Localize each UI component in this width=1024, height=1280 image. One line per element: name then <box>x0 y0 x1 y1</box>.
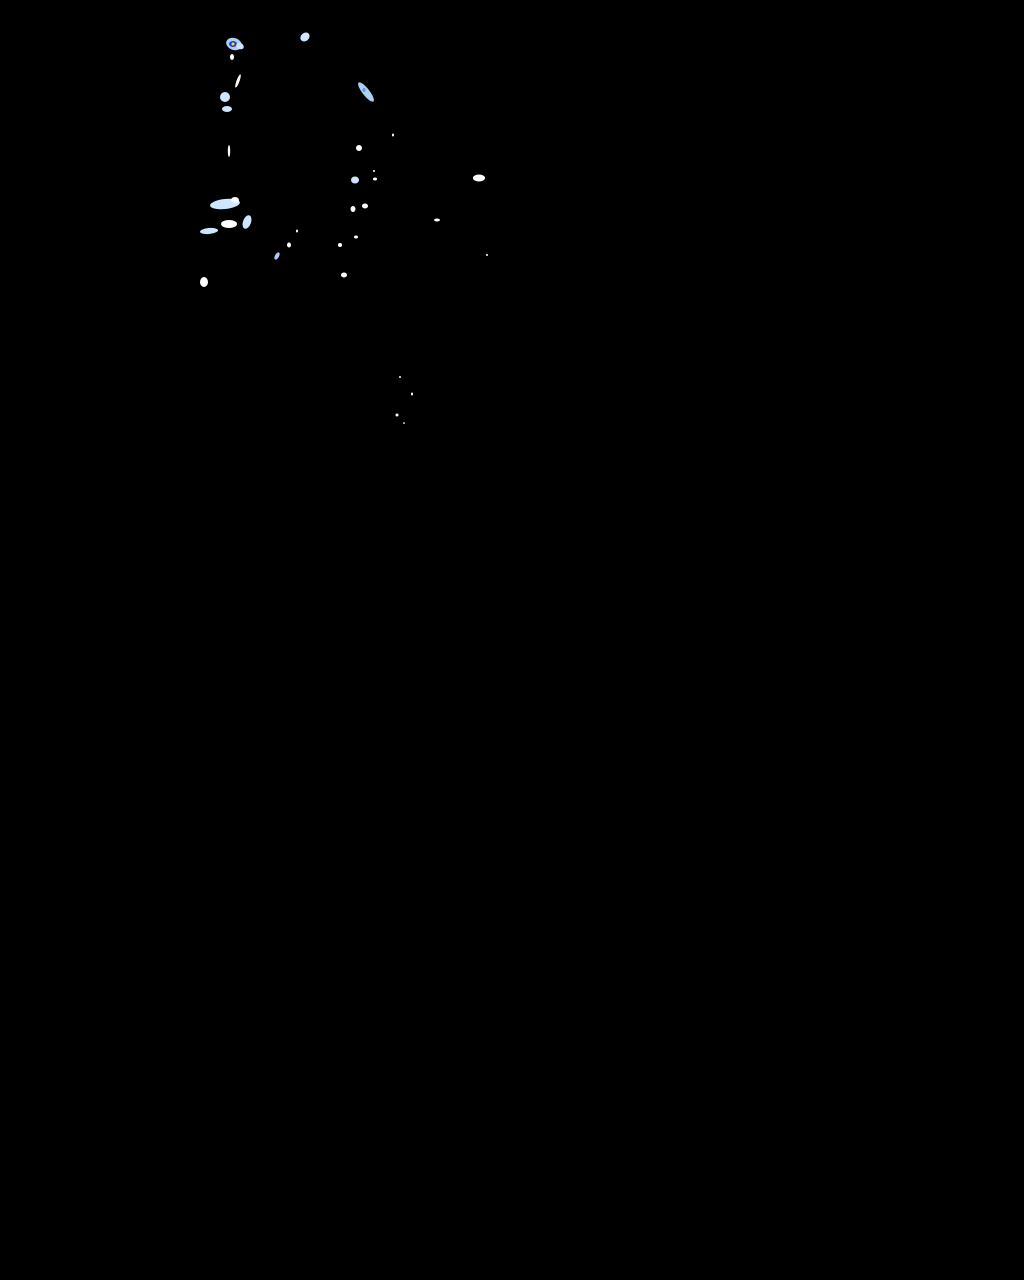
radar-echo-cell <box>350 206 356 212</box>
radar-echo-cell <box>231 42 235 46</box>
radar-echo-cell <box>362 203 368 209</box>
radar-echo-cell <box>230 54 234 60</box>
radar-echo-cell <box>434 218 440 222</box>
radar-echo-cell <box>300 32 310 42</box>
radar-echo-cell <box>399 376 401 378</box>
radar-echo-cell <box>358 82 374 102</box>
radar-echo-cell <box>403 422 405 424</box>
radar-echo-cell <box>222 106 232 112</box>
radar-echo-cell <box>221 220 237 228</box>
radar-echo-cell <box>411 392 413 396</box>
radar-echo-cell <box>296 229 298 233</box>
radar-echo-cell <box>486 254 488 256</box>
radar-echo-cell <box>242 215 252 229</box>
radar-echo-cell <box>356 145 362 151</box>
radar-echo-cell <box>341 272 347 278</box>
radar-echo-cell <box>473 174 485 182</box>
radar-echo-cell <box>362 88 366 92</box>
radar-echo-cell <box>236 42 244 50</box>
radar-echo-cell <box>220 92 230 102</box>
radar-echo-cell <box>351 176 359 184</box>
radar-echo-cell <box>354 235 358 239</box>
radar-echo-cell <box>392 133 394 137</box>
radar-echo-cell <box>274 252 280 260</box>
radar-echo-cell <box>231 197 239 203</box>
radar-echo-cell <box>200 227 218 235</box>
radar-echo-cell <box>200 277 208 287</box>
radar-echo-cell <box>373 170 375 172</box>
radar-echo-cell <box>395 413 399 417</box>
radar-echo-cell <box>227 145 231 157</box>
radar-echo-cell <box>338 243 342 247</box>
radar-echo-cell <box>373 177 377 181</box>
radar-echo-cell <box>287 242 291 248</box>
radar-echo-cell <box>235 74 241 88</box>
